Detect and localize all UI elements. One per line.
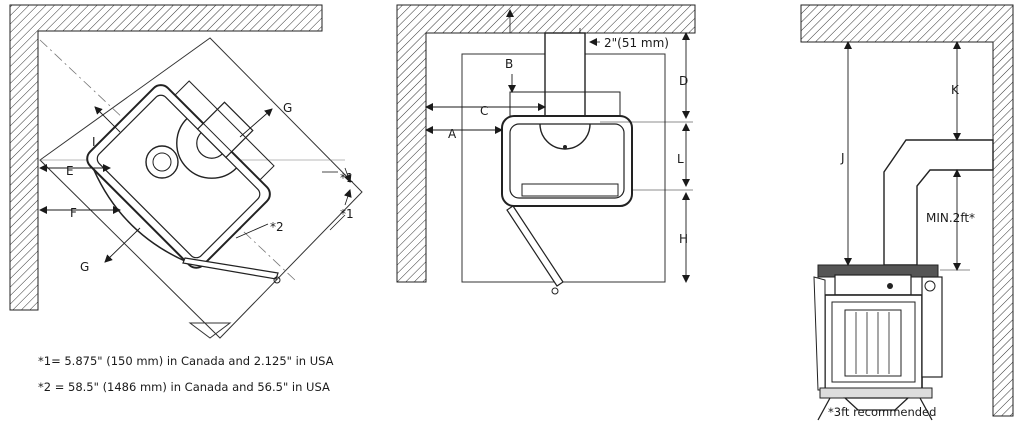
label-flue-gap: 2"(51 mm) — [604, 36, 669, 50]
footnote-star2: *2 = 58.5" (1486 mm) in Canada and 56.5"… — [38, 380, 330, 394]
flue-collar — [145, 145, 179, 179]
label-B: B — [505, 57, 513, 71]
label-I: I — [92, 135, 96, 149]
stove-door-open — [182, 257, 279, 280]
side-view-panel: J K MIN.2ft* — [800, 4, 1014, 421]
corner-clearance-zone — [39, 37, 363, 339]
parallel-install-panel: B C A D L H 2"(51 mm) — [396, 4, 696, 295]
label-A: A — [448, 127, 457, 141]
label-min-2ft: MIN.2ft* — [926, 211, 975, 225]
side-wall-hatch — [800, 4, 1014, 417]
label-G-bottom: G — [80, 260, 89, 274]
stove-door-open-parallel — [506, 205, 564, 287]
label-H: H — [679, 232, 688, 246]
footnote-3ft-recommended: *3ft recommended — [828, 405, 937, 419]
label-star1-bottom: *1 — [340, 207, 354, 221]
footnote-star1: *1= 5.875" (150 mm) in Canada and 2.125"… — [38, 354, 334, 368]
parallel-wall-hatch — [396, 4, 696, 283]
side-flue-pipe — [883, 139, 994, 266]
label-E: E — [66, 164, 74, 178]
corner-install-panel: I E F G G *2 *1 *1 — [9, 4, 363, 339]
hearth-corner — [188, 322, 232, 339]
label-C: C — [480, 104, 488, 118]
label-F: F — [70, 206, 77, 220]
label-D: D — [679, 74, 688, 88]
label-K: K — [951, 83, 960, 97]
label-L: L — [677, 152, 684, 166]
corner-wall-hatch — [9, 4, 323, 311]
label-star2: *2 — [270, 220, 284, 234]
label-J: J — [840, 151, 845, 165]
label-star1-top: *1 — [340, 171, 354, 185]
label-G-top: G — [283, 101, 292, 115]
stove-front-view — [813, 264, 943, 421]
stove-top-view-corner — [86, 80, 275, 269]
